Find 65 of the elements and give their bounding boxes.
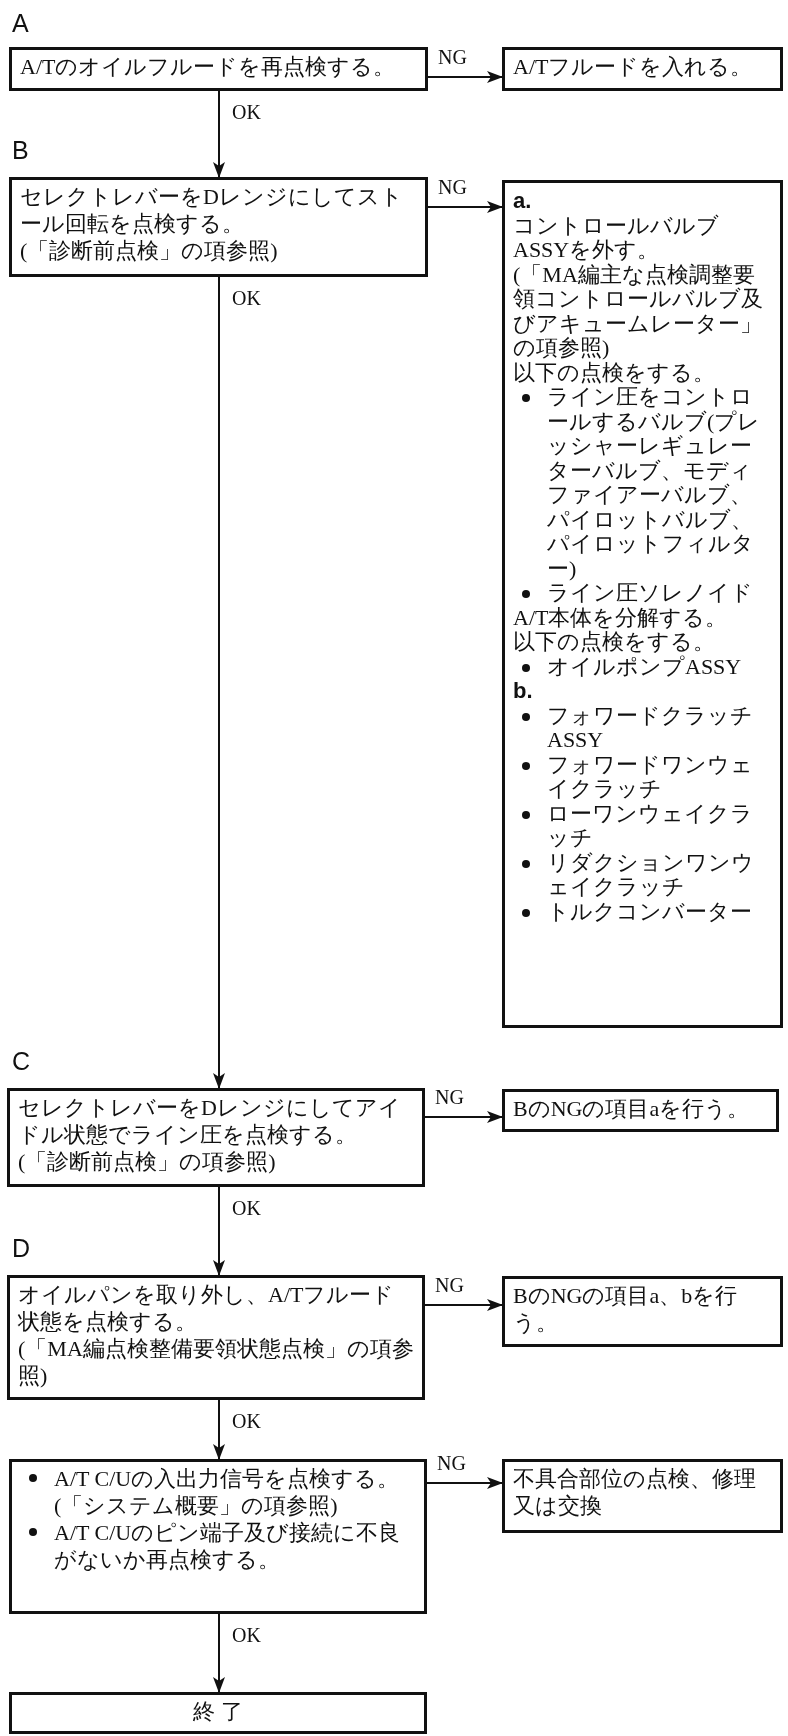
process-box: [502, 1276, 783, 1347]
step-text: トルクコンバーター: [547, 898, 752, 924]
step-text: リダクションワンウェイクラッチ: [547, 849, 754, 899]
process-box: [502, 1459, 783, 1533]
edge-label: NG: [435, 1275, 464, 1295]
step-text: (「システム概要」の項参照): [53, 1492, 339, 1519]
process-box: [9, 177, 428, 277]
step-text: フォワードワンウェイクラッチ: [547, 751, 753, 801]
arrow: [424, 1299, 503, 1311]
edge-label: OK: [232, 1625, 261, 1645]
process-box: [9, 1692, 427, 1734]
process-box: [9, 47, 428, 91]
edge-label: NG: [437, 1453, 466, 1473]
process-box: [9, 1459, 427, 1614]
arrow: [426, 1477, 503, 1489]
step-text: オイルパンを取り外し、A/Tフルード状態を点検する。: [18, 1281, 396, 1335]
step-text: オイルポンプASSY: [547, 653, 742, 679]
section-label: D: [12, 1235, 31, 1261]
process-box: [502, 180, 783, 1028]
step-text: 終 了: [192, 1698, 244, 1725]
step-text: (「診断前点検」の項参照): [18, 1148, 277, 1175]
section-label: C: [12, 1048, 31, 1074]
step-text: (「MA編点検整備要領状態点検」の項参照): [18, 1335, 414, 1389]
edge-label: NG: [438, 177, 467, 197]
step-text: A/T本体を分解する。: [513, 605, 729, 630]
process-box: [7, 1088, 425, 1187]
arrow: [213, 1613, 225, 1693]
step-text: (「診断前点検」の項参照): [20, 237, 279, 264]
step-text: A/Tのオイルフルードを再点検する。: [20, 53, 397, 80]
step-text: A/Tフルードを入れる。: [513, 53, 754, 80]
step-text: セレクトレバーをDレンジにしてアイドル状態でライン圧を点検する。: [18, 1094, 402, 1148]
process-box: [502, 47, 783, 91]
arrow: [427, 201, 503, 213]
step-text: ライン圧ソレノイド: [547, 580, 753, 605]
step-text: A/T C/Uのピン端子及び接続に不良がないか再点検する。: [54, 1520, 401, 1572]
step-text: A/T C/Uの入出力信号を点検する。: [54, 1466, 400, 1491]
step-text: フォワードクラッチASSY: [547, 702, 753, 752]
arrow: [427, 71, 503, 83]
arrow: [213, 90, 225, 178]
section-label: A: [12, 10, 29, 36]
arrow: [213, 1186, 225, 1276]
item-marker: a.: [513, 189, 533, 214]
step-text: 以下の点検をする。: [513, 360, 716, 385]
edge-label: OK: [232, 1198, 261, 1218]
arrow: [213, 276, 225, 1089]
arrow: [213, 1399, 225, 1460]
process-box: [7, 1275, 425, 1400]
section-label: B: [12, 137, 29, 163]
step-text: ローワンウェイクラッチ: [547, 800, 753, 850]
step-text: BのNGの項目aを行う。: [513, 1095, 751, 1122]
step-text: (「MA編主な点検調整要領コントロールバルブ及びアキュームレーター」の項参照): [513, 262, 764, 361]
edge-label: OK: [232, 102, 261, 122]
edge-label: OK: [232, 1411, 261, 1431]
process-box: [502, 1089, 779, 1132]
step-text: BのNGの項目a、bを行う。: [513, 1282, 739, 1336]
arrow: [424, 1111, 503, 1123]
step-text: ライン圧をコントロールするバルブ(プレッシャーレギュレーターバルブ、モディファイアーバルブ、パイロットバルブ、パイロットフィルター): [547, 384, 761, 581]
step-text: コントロールバルブASSYを外す。: [513, 213, 720, 263]
step-text: 以下の点検をする。: [513, 630, 716, 655]
step-text: セレクトレバーをDレンジにしてストール回転を点検する。: [20, 183, 404, 237]
edge-label: NG: [435, 1087, 464, 1107]
edge-label: NG: [438, 47, 467, 67]
item-marker: b.: [513, 679, 534, 704]
edge-label: OK: [232, 288, 261, 308]
step-text: 不具合部位の点検、修理又は交換: [513, 1465, 757, 1519]
